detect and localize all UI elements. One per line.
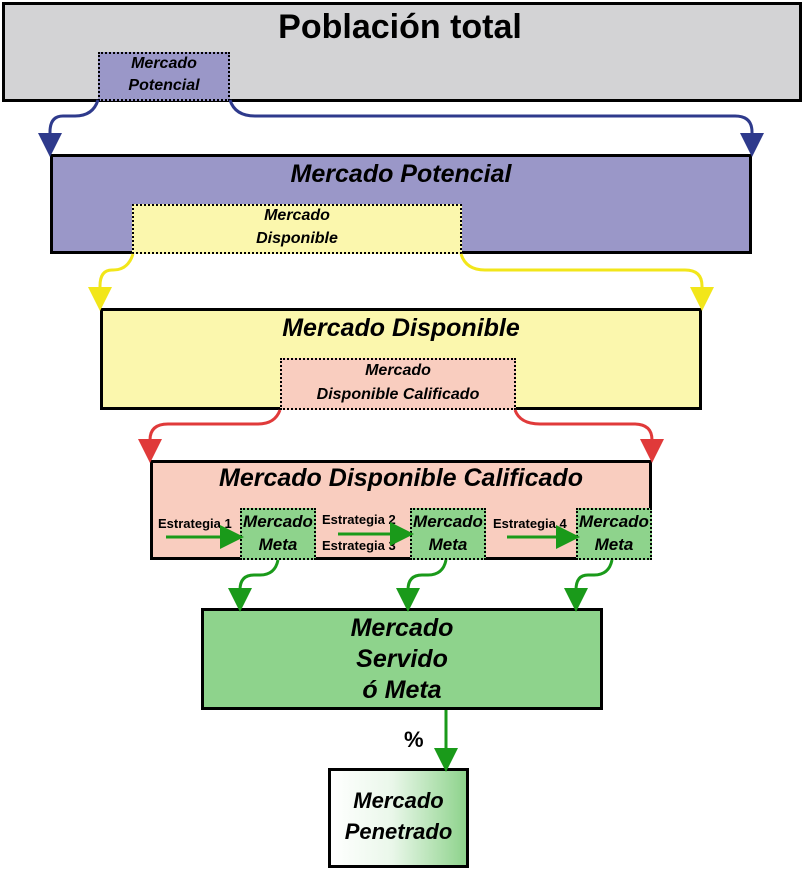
poblacion-sub-line2: Potencial — [128, 77, 200, 94]
potencial-sub-line1: Mercado — [264, 207, 330, 224]
mercado-penetrado-box — [328, 768, 469, 868]
poblacion-sub-box — [98, 52, 230, 101]
meta-box-3 — [576, 508, 652, 560]
meta-box-3-line2: Meta — [594, 535, 634, 554]
strategy-3-label: Estrategia 3 — [322, 538, 396, 553]
disponible-sub-box — [280, 358, 516, 410]
mercado-potencial-title: Mercado Potencial — [290, 160, 512, 188]
strategy-4-label: Estrategia 4 — [493, 516, 567, 531]
disponible-sub-line1: Mercado — [365, 362, 431, 379]
servido-line1: Mercado — [350, 614, 454, 642]
green-arrow-meta-2 — [396, 559, 448, 612]
red-arrow-right — [513, 409, 664, 463]
mercado-servido-box — [201, 608, 603, 710]
penetrado-line2: Penetrado — [344, 819, 453, 844]
servido-line3: ó Meta — [362, 676, 442, 704]
green-arrow-meta-1 — [228, 559, 280, 612]
strategy-2-label: Estrategia 2 — [322, 512, 396, 527]
meta-box-3-line1: Mercado — [579, 512, 649, 531]
yellow-arrow-left — [88, 253, 135, 311]
disponible-sub-line2: Disponible Calificado — [316, 386, 480, 403]
meta-box-1-line2: Meta — [258, 535, 298, 554]
strategy-1-label: Estrategia 1 — [158, 516, 232, 531]
blue-arrow-left — [38, 99, 100, 157]
poblacion-sub-line1: Mercado — [131, 55, 197, 72]
poblacion-total-title: Población total — [278, 8, 522, 46]
meta-box-2-line2: Meta — [428, 535, 468, 554]
mercado-calificado-title: Mercado Disponible Calificado — [219, 464, 583, 492]
penetrado-line1: Mercado — [353, 788, 444, 813]
meta-box-2-line1: Mercado — [413, 512, 483, 531]
meta-box-2 — [410, 508, 486, 560]
mercado-disponible-title: Mercado Disponible — [282, 314, 520, 342]
meta-box-1-line1: Mercado — [243, 512, 313, 531]
servido-line2: Servido — [356, 645, 448, 673]
potencial-sub-box — [132, 204, 462, 254]
potencial-sub-line2: Disponible — [256, 230, 338, 247]
red-arrow-left — [138, 409, 282, 463]
percent-label: % — [404, 727, 424, 752]
green-arrow-meta-3 — [564, 559, 614, 612]
yellow-arrow-right — [459, 253, 714, 311]
blue-arrow-right — [228, 99, 764, 157]
